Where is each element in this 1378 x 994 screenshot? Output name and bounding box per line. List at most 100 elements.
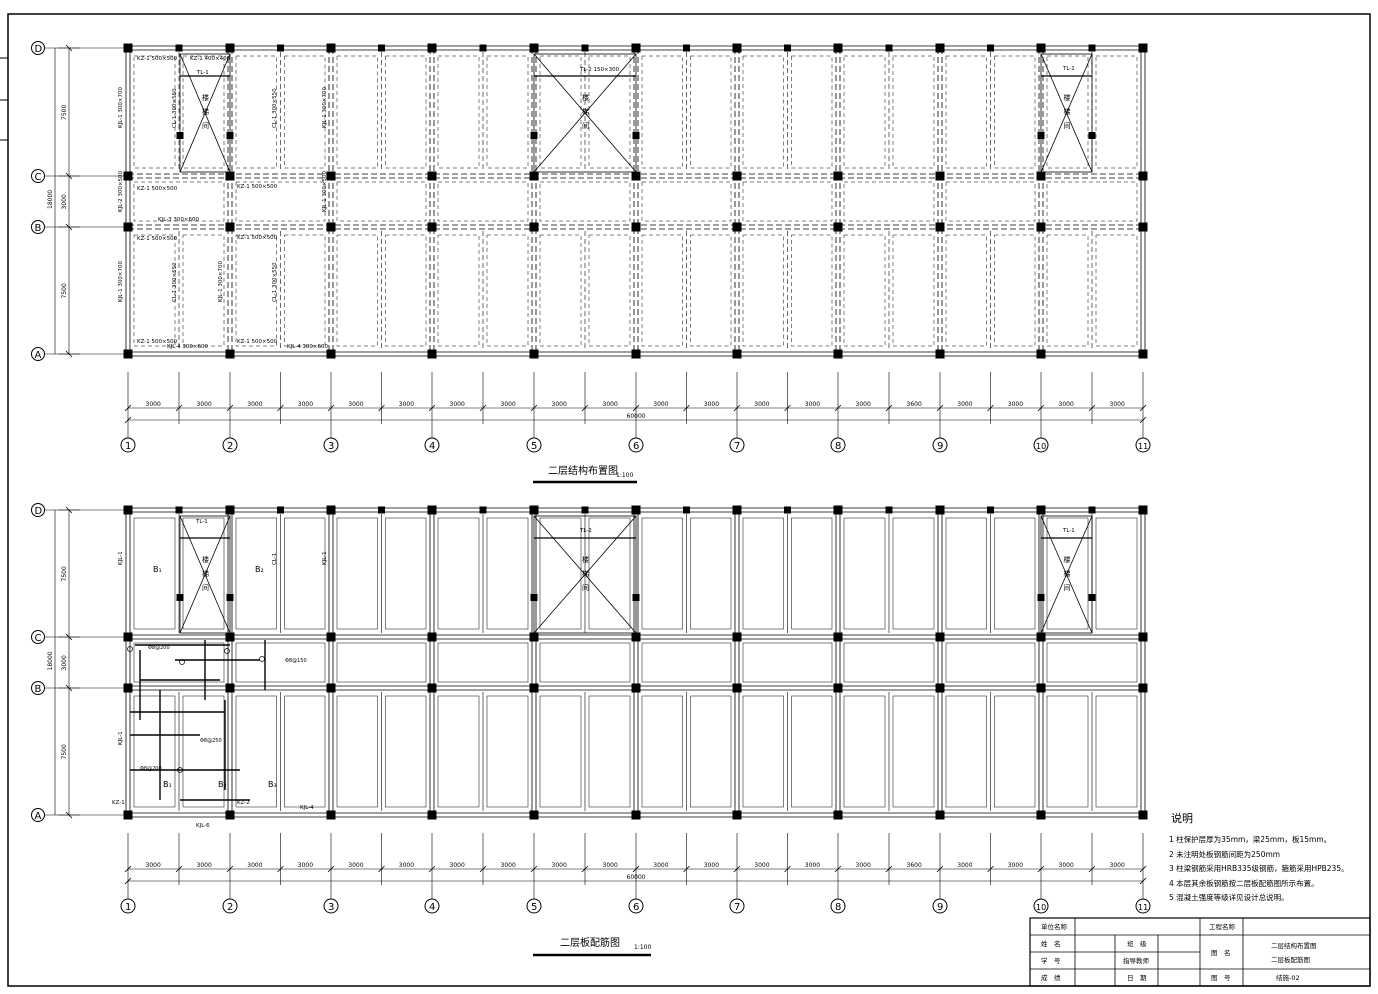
slab-panel bbox=[133, 181, 225, 222]
axis-bubble bbox=[31, 630, 45, 644]
slab-panel bbox=[133, 234, 176, 347]
axis-bubble bbox=[1135, 437, 1151, 453]
column bbox=[632, 594, 640, 601]
slab-panel bbox=[994, 55, 1036, 169]
stair-cross bbox=[1040, 515, 1093, 634]
dim-tick bbox=[124, 877, 132, 885]
row-total-text: 18000 bbox=[47, 190, 54, 209]
class-label: 班 级 bbox=[1127, 939, 1147, 948]
dim-tick bbox=[1139, 877, 1147, 885]
slab-panel bbox=[945, 55, 987, 169]
axis-label: C bbox=[35, 633, 42, 644]
slab-panel bbox=[235, 695, 277, 808]
note-item: 5 混凝土强度等级详见设计总说明。 bbox=[1169, 892, 1289, 902]
column bbox=[1088, 506, 1096, 514]
note-item: 3 柱梁钢筋采用HRB335级钢筋，箍筋采用HPB235。 bbox=[1169, 863, 1349, 873]
column bbox=[529, 632, 539, 642]
row-dim-text: 7500 bbox=[61, 105, 68, 120]
axis-bubble bbox=[628, 437, 644, 453]
slab-panel bbox=[742, 181, 833, 222]
span-dim-text: 3000 bbox=[552, 862, 567, 869]
span-dim-text: 3000 bbox=[704, 401, 719, 408]
column bbox=[732, 632, 742, 642]
span-dim-text: 3000 bbox=[450, 862, 465, 869]
slab-panel bbox=[182, 517, 225, 630]
axis-bubble bbox=[222, 437, 238, 453]
column bbox=[581, 44, 589, 52]
axis-bubble bbox=[31, 503, 45, 517]
span-dim-text: 3000 bbox=[1059, 862, 1074, 869]
column bbox=[935, 43, 945, 53]
column bbox=[631, 43, 641, 53]
span-dim-text: 3000 bbox=[146, 401, 161, 408]
beam-label: TL-1 bbox=[195, 519, 208, 525]
drawing-no: 结施-02 bbox=[1276, 973, 1300, 982]
column bbox=[1138, 171, 1148, 181]
stair-label: 楼 bbox=[582, 555, 589, 564]
slab-label: B₂ bbox=[255, 565, 264, 574]
column bbox=[935, 171, 945, 181]
span-dim-text: 3000 bbox=[653, 862, 668, 869]
column bbox=[225, 43, 235, 53]
column bbox=[935, 349, 945, 359]
column bbox=[1036, 810, 1046, 820]
stair-label: 梯 bbox=[582, 569, 589, 578]
slab-panel bbox=[235, 234, 277, 347]
slab-panel bbox=[385, 695, 427, 808]
column bbox=[1036, 632, 1046, 642]
column bbox=[529, 349, 539, 359]
member-label: KZ-1 500×500 bbox=[137, 339, 178, 345]
note-item: 2 未注明处板钢筋间距为250mm bbox=[1169, 849, 1280, 859]
axis-label: 4 bbox=[429, 902, 435, 913]
rebar-label: Φ8@250 bbox=[200, 738, 222, 744]
stair-label: 梯 bbox=[582, 107, 589, 116]
span-dim-text: 3000 bbox=[957, 862, 972, 869]
span-dim-text: 3000 bbox=[653, 401, 668, 408]
span-dim-text: 3000 bbox=[856, 401, 871, 408]
column bbox=[631, 171, 641, 181]
column bbox=[784, 44, 791, 52]
axis-bubble bbox=[424, 898, 440, 914]
stair-label: 楼 bbox=[202, 93, 209, 102]
slab-panel bbox=[843, 234, 886, 347]
axis-bubble bbox=[120, 898, 136, 914]
beam-label: KJL-4 bbox=[300, 805, 314, 811]
stair-label: 间 bbox=[202, 122, 209, 130]
beam-label: KJL-1 bbox=[322, 551, 328, 565]
axis-label: 2 bbox=[227, 902, 233, 913]
span-dim-text: 3000 bbox=[399, 401, 414, 408]
slab-panel bbox=[945, 181, 1036, 222]
axis-label: 8 bbox=[835, 902, 841, 913]
slab-panel bbox=[1046, 234, 1089, 347]
span-dim-text: 3000 bbox=[1110, 862, 1125, 869]
axis-label: 8 bbox=[835, 441, 841, 452]
member-label-vertical: KJL-1 300×700 bbox=[118, 260, 124, 302]
beam-label: KZ-2 bbox=[237, 800, 250, 806]
stair-label: 楼 bbox=[1064, 555, 1071, 564]
axis-bubble bbox=[932, 898, 948, 914]
axis-bubble bbox=[31, 681, 45, 695]
stair-well bbox=[1040, 53, 1093, 173]
axis-label: B bbox=[35, 223, 42, 234]
column bbox=[1138, 505, 1148, 515]
span-dim-text: 3000 bbox=[1008, 862, 1023, 869]
column bbox=[833, 632, 843, 642]
id-label: 学 号 bbox=[1041, 956, 1061, 965]
span-dim-text: 3000 bbox=[805, 862, 820, 869]
rebar-label: Φ8@150 bbox=[285, 658, 307, 664]
column bbox=[833, 810, 843, 820]
row-dim-text: 7500 bbox=[61, 283, 68, 298]
span-dim-text: 3000 bbox=[603, 401, 618, 408]
column bbox=[833, 349, 843, 359]
column bbox=[326, 505, 336, 515]
column bbox=[683, 44, 690, 52]
slab-panel bbox=[1095, 695, 1138, 808]
axis-bubble bbox=[222, 898, 238, 914]
axis-label: A bbox=[35, 811, 42, 822]
axis-label: 9 bbox=[937, 441, 943, 452]
column bbox=[427, 505, 437, 515]
column bbox=[732, 810, 742, 820]
column bbox=[225, 349, 235, 359]
rebar-marker bbox=[179, 659, 185, 665]
slab-panel bbox=[437, 234, 480, 347]
